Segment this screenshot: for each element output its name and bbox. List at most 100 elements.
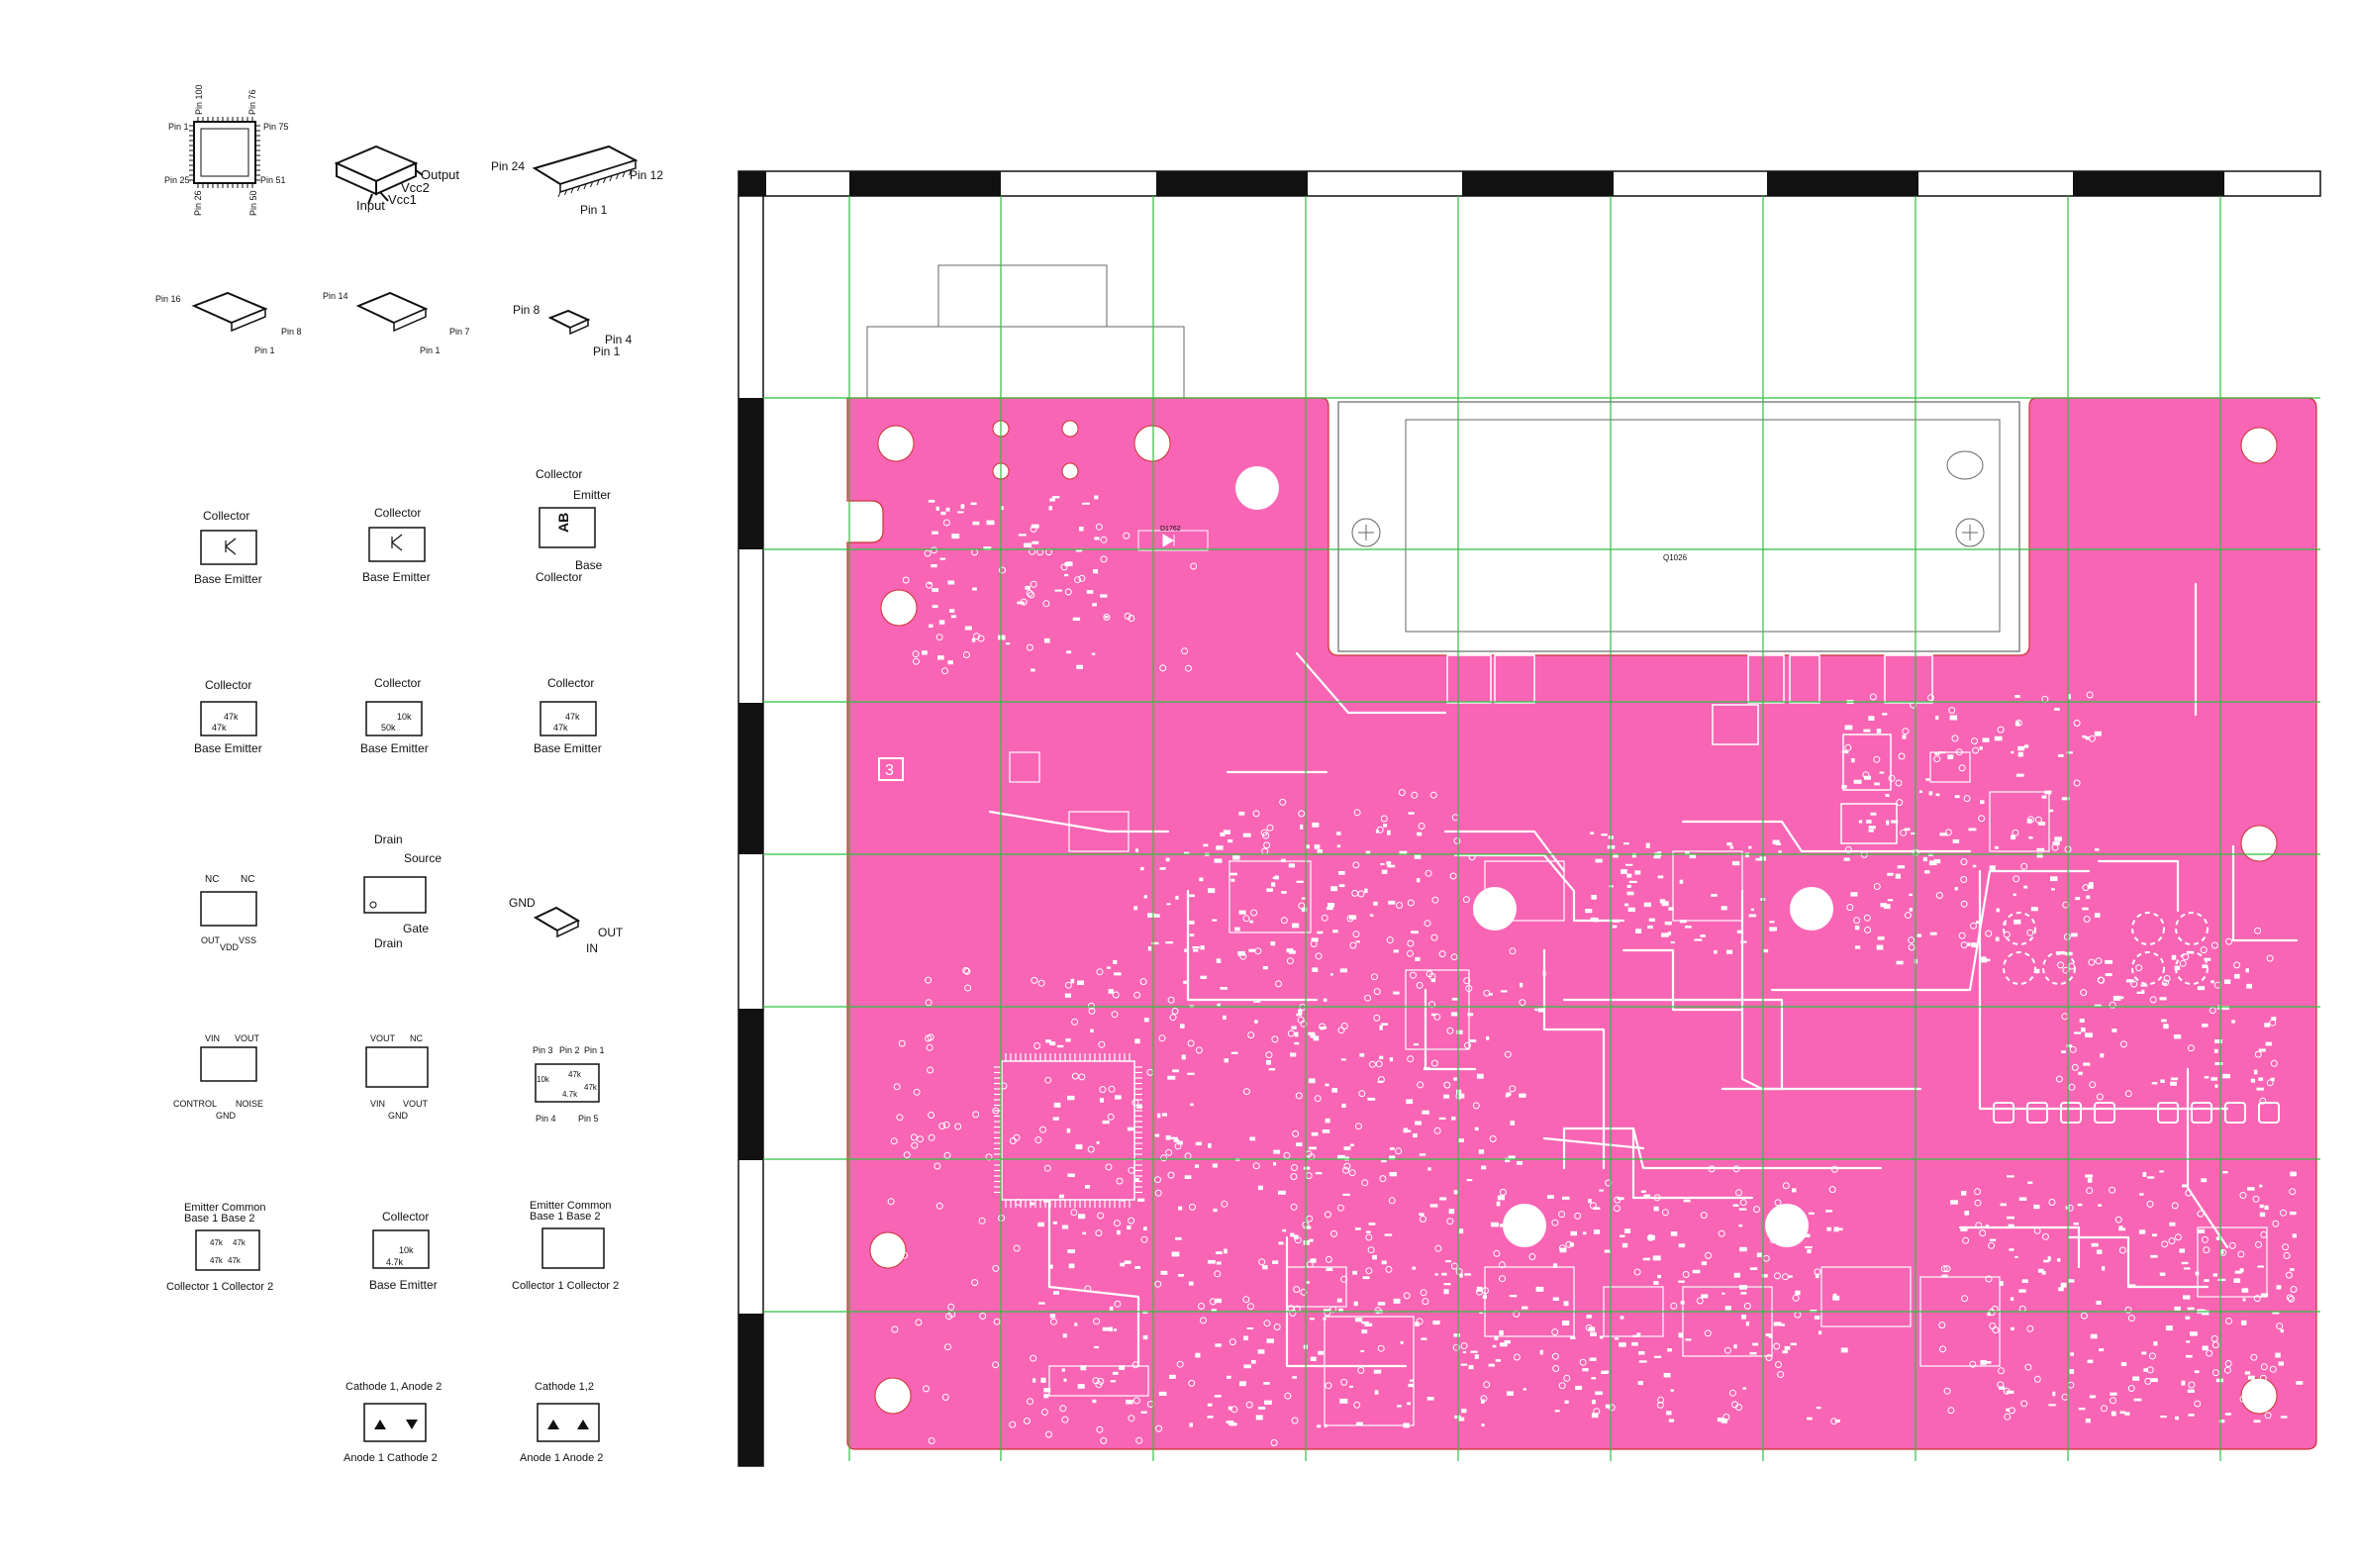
svg-text:Collector 1 Collector 2: Collector 1 Collector 2 — [166, 1281, 273, 1293]
svg-text:VDD: VDD — [220, 942, 240, 952]
sop14-pin14: Pin 14 — [323, 291, 348, 301]
symbol-transistor-1: Collector Base Emitter — [194, 509, 262, 586]
package-sop8: Pin 8 Pin 4 Pin 1 — [513, 303, 633, 358]
section-label: 3 — [878, 757, 904, 781]
svg-text:VOUT: VOUT — [370, 1033, 396, 1043]
svg-text:GND: GND — [216, 1111, 237, 1121]
symbol-emitter-common-a: Emitter Common Base 1 Base 2 47k 47k 47k… — [166, 1202, 273, 1293]
svg-text:IN: IN — [586, 941, 598, 955]
sop8-pin4: Pin 4 — [605, 333, 633, 346]
svg-text:Cathode 1,2: Cathode 1,2 — [535, 1381, 594, 1393]
svg-text:Base: Base — [575, 558, 603, 572]
package-sop14: Pin 14 Pin 7 Pin 1 — [323, 291, 470, 355]
symbol-five-pin-nc: NC NC OUT VDD VSS — [200, 874, 257, 952]
svg-text:Collector: Collector — [205, 678, 251, 692]
svg-text:Pin 4: Pin 4 — [536, 1114, 556, 1124]
sop16-pin16: Pin 16 — [155, 294, 181, 304]
svg-text:Base Emitter: Base Emitter — [362, 570, 431, 584]
package-sop24: Pin 24 Pin 12 Pin 1 — [491, 145, 663, 217]
svg-text:47k: 47k — [212, 723, 227, 733]
sop24-pin12: Pin 12 — [630, 168, 663, 182]
svg-text:NOISE: NOISE — [236, 1099, 263, 1109]
svg-text:Base Emitter: Base Emitter — [369, 1278, 438, 1292]
svg-text:Emitter Common: Emitter Common — [184, 1202, 266, 1214]
svg-text:Anode 1 Anode 2: Anode 1 Anode 2 — [520, 1452, 603, 1464]
svg-text:VIN: VIN — [205, 1033, 220, 1043]
qfp-pin75: Pin 75 — [263, 122, 289, 132]
svg-text:Collector 1 Collector 2: Collector 1 Collector 2 — [512, 1280, 619, 1292]
package-qfp100: Pin 1 Pin 100 Pin 76 Pin 75 Pin 25 Pin 2… — [164, 84, 289, 216]
svg-text:Collector: Collector — [382, 1210, 429, 1224]
svg-text:4.7k: 4.7k — [562, 1090, 578, 1099]
svg-text:NC: NC — [410, 1033, 423, 1043]
svg-text:VIN: VIN — [370, 1099, 385, 1109]
symbol-transistor-2: Collector Base Emitter — [362, 506, 431, 584]
svg-text:10k: 10k — [537, 1075, 550, 1084]
svg-text:Base 1 Base 2: Base 1 Base 2 — [530, 1211, 601, 1223]
svg-text:Collector: Collector — [536, 570, 582, 584]
sop24-pin24: Pin 24 — [491, 159, 525, 173]
symbol-regulator-b: VOUT NC VIN VOUT GND — [365, 1033, 429, 1121]
module-vcc2: Vcc2 — [401, 180, 430, 195]
svg-text:47k: 47k — [233, 1238, 246, 1247]
qfp-pin51: Pin 51 — [260, 175, 286, 185]
svg-text:47k: 47k — [553, 723, 568, 733]
package-rf-module: Output Vcc2 Vcc1 Input — [334, 145, 459, 213]
svg-text:NC: NC — [205, 874, 219, 885]
symbol-single-digital: Collector 10k 4.7k Base Emitter — [369, 1210, 438, 1292]
sop8-pin1: Pin 1 — [593, 344, 621, 358]
qfp-pin1: Pin 1 — [168, 122, 189, 132]
svg-text:Collector: Collector — [203, 509, 249, 523]
svg-text:Drain: Drain — [374, 833, 403, 846]
svg-text:Base 1 Base 2: Base 1 Base 2 — [184, 1213, 255, 1225]
svg-text:Base Emitter: Base Emitter — [534, 741, 602, 755]
svg-text:10k: 10k — [399, 1245, 414, 1255]
svg-text:47k: 47k — [568, 1070, 582, 1079]
svg-text:Anode 1 Cathode 2: Anode 1 Cathode 2 — [344, 1452, 438, 1464]
svg-text:OUT: OUT — [598, 926, 624, 939]
svg-text:CONTROL: CONTROL — [173, 1099, 217, 1109]
sop16-pin1: Pin 1 — [254, 345, 275, 355]
module-vcc1: Vcc1 — [388, 192, 417, 207]
svg-text:GND: GND — [388, 1111, 409, 1121]
svg-text:Pin 5: Pin 5 — [578, 1114, 599, 1124]
symbol-regulator-a: VIN VOUT CONTROL NOISE GND — [173, 1033, 263, 1121]
rf-power-module: Q1026 — [1337, 401, 2020, 652]
sop14-pin7: Pin 7 — [449, 327, 470, 337]
qfp-pin100: Pin 100 — [194, 84, 204, 115]
svg-text:Collector: Collector — [536, 467, 582, 481]
symbol-diode-pair-a: Cathode 1, Anode 2 Anode 1 Cathode 2 — [344, 1381, 442, 1464]
module-label: Q1026 — [1663, 553, 1688, 562]
svg-text:Collector: Collector — [374, 676, 421, 690]
svg-text:Drain: Drain — [374, 936, 403, 950]
symbol-dual-ab: AB Collector Emitter Base Collector — [536, 467, 611, 584]
qfp-pin50: Pin 50 — [248, 190, 258, 216]
symbol-digital-transistor-3: Collector 47k 47k Base Emitter — [534, 676, 602, 755]
svg-text:Emitter: Emitter — [573, 488, 611, 502]
qfp-pin76: Pin 76 — [247, 89, 257, 115]
svg-text:10k: 10k — [397, 712, 412, 722]
svg-text:VOUT: VOUT — [403, 1099, 429, 1109]
module-input: Input — [356, 198, 385, 213]
svg-text:Pin 1: Pin 1 — [584, 1045, 605, 1055]
package-sop16: Pin 16 Pin 8 Pin 1 — [155, 291, 302, 355]
svg-text:3: 3 — [885, 762, 894, 779]
module-output: Output — [421, 167, 459, 182]
symbol-five-pin-array: Pin 3 Pin 2 Pin 1 10k 47k 47k 4.7k Pin 4… — [533, 1045, 605, 1124]
pcb-layout: Q1026 D1762 3 — [737, 170, 2321, 1467]
sop16-pin8: Pin 8 — [281, 327, 302, 337]
svg-text:50k: 50k — [381, 723, 396, 733]
svg-text:4.7k: 4.7k — [386, 1257, 404, 1267]
svg-text:VOUT: VOUT — [235, 1033, 260, 1043]
diode-d1762: D1762 — [1137, 526, 1209, 551]
svg-text:NC: NC — [241, 874, 254, 885]
svg-text:47k: 47k — [565, 712, 580, 722]
svg-text:Gate: Gate — [403, 922, 429, 935]
sop14-pin1: Pin 1 — [420, 345, 441, 355]
symbol-emitter-common-b: Emitter Common Base 1 Base 2 Collector 1… — [512, 1200, 619, 1292]
svg-text:Collector: Collector — [374, 506, 421, 520]
svg-text:47k: 47k — [584, 1083, 598, 1092]
qfp-pin25: Pin 25 — [164, 175, 190, 185]
sop24-pin1: Pin 1 — [580, 203, 608, 217]
svg-text:Cathode 1, Anode 2: Cathode 1, Anode 2 — [345, 1381, 442, 1393]
